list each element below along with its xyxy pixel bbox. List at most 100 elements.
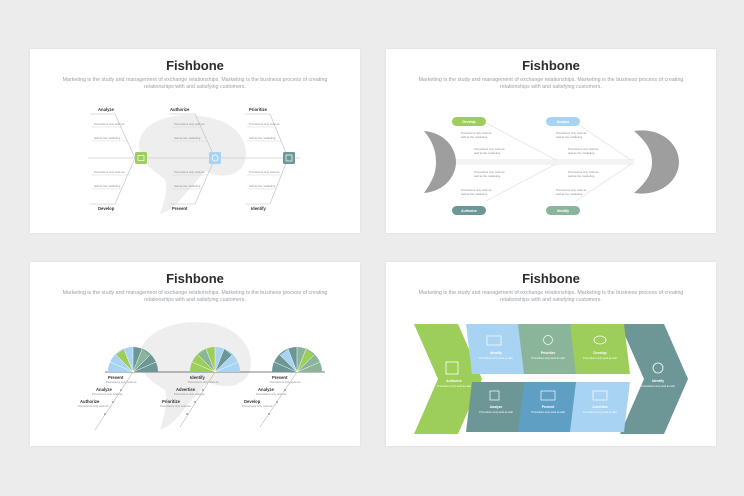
pill-authorize xyxy=(452,206,486,215)
rib-text: Promotions only work as xyxy=(94,122,125,126)
right-chevron xyxy=(620,324,688,434)
pill-label: Analyze xyxy=(557,120,570,124)
label-present-2: Present xyxy=(272,375,288,380)
slide-fishbone-4[interactable]: Fishbone Marketing is the study and mana… xyxy=(386,262,716,446)
slide-title: Fishbone xyxy=(522,271,580,286)
bone xyxy=(90,113,136,159)
rib-text: Promotions only work as xyxy=(160,404,191,408)
label-prioritize: Prioritize xyxy=(249,107,268,112)
label-advertise: Advertise xyxy=(176,387,196,392)
pill-label: Identify xyxy=(557,209,569,213)
rib-text: Promotions only work as xyxy=(568,147,599,151)
rib-text: Promotions only work as xyxy=(270,380,301,384)
left-chevron xyxy=(414,324,482,434)
cell-analyze xyxy=(466,382,526,432)
slide-fishbone-1[interactable]: Fishbone Marketing is the study and mana… xyxy=(30,49,360,233)
pill-label: Authorize xyxy=(461,209,477,213)
rib-text: well as the marketing xyxy=(249,136,276,140)
rib-text: Promotions only work as xyxy=(256,392,287,396)
label-develop: Develop xyxy=(98,206,115,211)
bone xyxy=(170,157,216,205)
shield-icon xyxy=(652,362,664,374)
slide-fishbone-3[interactable]: Fishbone Marketing is the study and mana… xyxy=(30,262,360,446)
slide-title: Fishbone xyxy=(166,58,224,73)
label-analyze: Analyze xyxy=(98,107,114,112)
cell-label: Advertise xyxy=(592,405,608,409)
pill-analyze xyxy=(546,117,580,126)
money-bag-icon xyxy=(543,335,553,345)
card-icon xyxy=(486,335,502,346)
cell-text: Promotions only work as well xyxy=(479,410,513,414)
rib-text: Promotions only work as xyxy=(249,122,280,126)
cell-text: Promotions only work as well xyxy=(583,410,617,414)
label-identify: Identify xyxy=(190,375,206,380)
cell-label: Develop xyxy=(593,351,606,355)
cell-advertise xyxy=(570,382,630,432)
chevron-fishbone-4: Authorize Promotions only work as well I… xyxy=(414,324,688,434)
label-present: Present xyxy=(108,375,124,380)
rib-text: well as the marketing xyxy=(249,184,276,188)
rib-text: Promotions only work as xyxy=(242,404,273,408)
wallet-icon xyxy=(540,390,556,401)
slide-title: Fishbone xyxy=(166,271,224,286)
bone xyxy=(245,157,289,205)
block-text: Promotions only work as well xyxy=(437,384,471,388)
rib-text: well as the marketing xyxy=(568,174,595,178)
slide-fishbone-2[interactable]: Fishbone Marketing is the study and mana… xyxy=(386,49,716,233)
bank-icon xyxy=(445,361,459,375)
cell-label: Identify xyxy=(490,351,502,355)
slide-subtitle: Marketing is the study and management of… xyxy=(62,77,328,90)
bone xyxy=(170,113,216,159)
slide-subtitle: Marketing is the study and management of… xyxy=(418,290,684,303)
rib-text: Promotions only work as xyxy=(94,170,125,174)
fish-head xyxy=(634,130,679,194)
rib-text: Promotions only work as xyxy=(174,170,205,174)
fishbone-diagram-3: Present Promotions only work as Analyze … xyxy=(78,322,325,431)
slide-title: Fishbone xyxy=(522,58,580,73)
rib-text: Promotions only work as xyxy=(78,404,109,408)
rib-text: Promotions only work as xyxy=(174,122,205,126)
rib-text: Promotions only work as xyxy=(249,170,280,174)
rib-text: Promotions only work as xyxy=(461,188,492,192)
cell-label: Prioritize xyxy=(541,351,556,355)
cell-prioritize xyxy=(518,324,578,374)
block-text: Promotions only work as well xyxy=(641,384,675,388)
fishbone-diagram-2: Develop Analyze Authorize Identify Promo… xyxy=(424,117,679,215)
rib-text: well as the marketing xyxy=(174,136,201,140)
rib-text: Promotions only work as xyxy=(174,392,205,396)
bone xyxy=(245,113,289,159)
block-label: Authorize xyxy=(446,379,462,383)
fan-3 xyxy=(272,347,322,373)
slide-subtitle: Marketing is the study and management of… xyxy=(418,77,684,90)
label-authorize: Authorize xyxy=(80,399,100,404)
cell-text: Promotions only work as well xyxy=(583,356,617,360)
rib-text: well as the marketing xyxy=(94,184,121,188)
rib-text: well as the marketing xyxy=(461,192,488,196)
cell-text: Promotions only work as well xyxy=(531,410,565,414)
fan-1 xyxy=(108,347,158,373)
pill-develop xyxy=(452,117,486,126)
rib-text: well as the marketing xyxy=(174,184,201,188)
cash-icon xyxy=(592,390,608,401)
fan-2 xyxy=(190,347,240,373)
rib-text: well as the marketing xyxy=(556,135,583,139)
label-present: Present xyxy=(172,206,188,211)
rib-text: well as the marketing xyxy=(556,192,583,196)
fish-tail xyxy=(424,131,456,193)
rib-text: well as the marketing xyxy=(568,151,595,155)
label-develop: Develop xyxy=(244,399,261,404)
rib-text: Promotions only work as xyxy=(474,147,505,151)
building-icon xyxy=(489,390,500,401)
cell-present xyxy=(518,382,578,432)
bone xyxy=(90,157,136,205)
slide-subtitle: Marketing is the study and management of… xyxy=(62,290,328,303)
label-authorize: Authorize xyxy=(170,107,190,112)
rib-text: Promotions only work as xyxy=(106,380,137,384)
cell-label: Present xyxy=(542,405,555,409)
cell-develop xyxy=(570,324,630,374)
cell-text: Promotions only work as well xyxy=(531,356,565,360)
calendar-icon xyxy=(283,152,295,164)
rib-text: Promotions only work as xyxy=(188,380,219,384)
rib-text: well as the marketing xyxy=(474,174,501,178)
cell-identify xyxy=(466,324,526,374)
